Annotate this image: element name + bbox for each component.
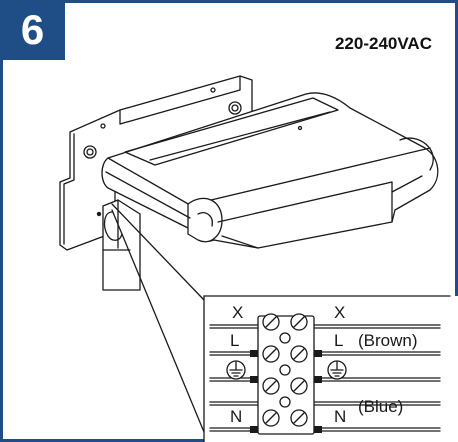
wiring-detail: X X L L (Brown) N N (Blue) — [203, 295, 458, 442]
step-number-badge: 6 — [0, 0, 65, 60]
blue-note: (Blue) — [358, 397, 403, 416]
terminal-screws — [262, 313, 308, 427]
lamp-head — [101, 92, 439, 249]
ground-icon — [226, 360, 246, 380]
left-label-n: N — [230, 407, 242, 426]
right-label-n: N — [334, 407, 346, 426]
right-label-l: L — [334, 331, 343, 350]
mounting-arm — [102, 199, 141, 291]
left-label-l: L — [230, 331, 239, 350]
right-label-x: X — [334, 303, 345, 322]
voltage-label: 220-240VAC — [334, 34, 432, 53]
brown-note: (Brown) — [358, 331, 418, 350]
callout-lines — [111, 203, 205, 433]
ground-icon — [327, 360, 347, 380]
left-label-x: X — [232, 303, 243, 322]
